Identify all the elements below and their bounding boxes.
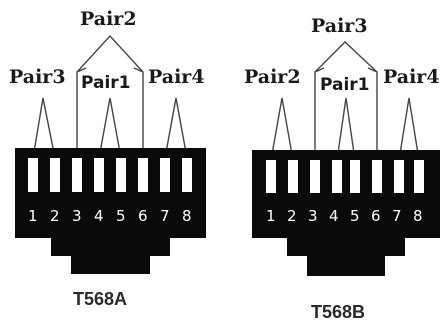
t568b-pin-6: 6 xyxy=(371,207,381,225)
t568b-slot-4 xyxy=(332,160,342,193)
t568b-right-pair-label: Pair4 xyxy=(383,66,440,88)
t568a-pin-1: 1 xyxy=(28,207,38,225)
t568a-right-pair-wire xyxy=(164,97,188,159)
t568b-slot-7 xyxy=(394,160,404,193)
t568a-middle-pair-label: Pair1 xyxy=(81,73,131,93)
t568b-pin-1: 1 xyxy=(266,207,276,225)
t568a-pair-wires xyxy=(32,34,188,159)
t568a-middle-pair-wire xyxy=(98,97,122,159)
t568b-pin-slots xyxy=(266,160,424,193)
t568b-pin-2: 2 xyxy=(287,207,297,225)
t568b-pair-wires xyxy=(270,41,420,161)
t568a-right-pair-label: Pair4 xyxy=(148,66,205,88)
t568b-slot-6 xyxy=(372,160,382,193)
t568a-slot-3 xyxy=(72,158,82,192)
t568b-pin-5: 5 xyxy=(350,207,360,225)
connector-t568a: Pair2 Pair3 Pair1 Pair4 xyxy=(9,8,206,309)
t568a-pin-4: 4 xyxy=(94,207,104,225)
t568a-pin-3: 3 xyxy=(72,207,82,225)
t568b-slot-3 xyxy=(310,160,320,193)
t568b-pin-4: 4 xyxy=(329,207,339,225)
t568a-top-pair-wire xyxy=(76,34,144,158)
t568a-standard-label: T568A xyxy=(73,289,127,309)
t568b-middle-pair-wire xyxy=(336,97,356,161)
t568a-pin-6: 6 xyxy=(138,207,148,225)
t568a-pin-5: 5 xyxy=(116,207,126,225)
t568a-slot-5 xyxy=(116,158,126,192)
t568b-left-pair-label: Pair2 xyxy=(244,66,301,88)
t568a-pin-slots xyxy=(28,158,192,192)
t568a-slot-2 xyxy=(50,158,60,192)
t568a-slot-1 xyxy=(28,158,38,192)
t568b-middle-pair-label: Pair1 xyxy=(320,75,370,95)
t568a-pin-2: 2 xyxy=(50,207,60,225)
t568a-pin-8: 8 xyxy=(182,207,192,225)
t568b-slot-8 xyxy=(414,160,424,193)
t568a-left-pair-label: Pair3 xyxy=(9,66,66,88)
t568a-middle-frame xyxy=(76,67,144,73)
t568a-pin-numbers: 1 2 3 4 5 6 7 8 xyxy=(28,207,192,225)
t568a-pin-7: 7 xyxy=(160,207,170,225)
t568a-connector-body xyxy=(15,148,206,274)
t568b-right-pair-wire xyxy=(398,97,420,161)
t568b-slot-1 xyxy=(266,160,276,193)
t568b-top-pair-label: Pair3 xyxy=(311,15,368,37)
t568a-top-pair-label: Pair2 xyxy=(80,8,137,30)
t568b-slot-2 xyxy=(288,160,298,193)
t568a-slot-7 xyxy=(160,158,170,192)
t568a-slot-4 xyxy=(94,158,104,192)
t568a-left-pair-wire xyxy=(32,97,56,159)
t568b-middle-frame xyxy=(314,67,378,73)
t568b-pin-7: 7 xyxy=(392,207,402,225)
t568b-left-pair-wire xyxy=(270,97,294,161)
t568b-pin-8: 8 xyxy=(413,207,423,225)
t568b-standard-label: T568B xyxy=(311,302,365,322)
t568b-connector-body xyxy=(252,150,440,276)
t568b-top-pair-wire xyxy=(314,41,378,160)
connector-t568b: Pair3 Pair2 Pair1 Pair4 xyxy=(244,15,440,322)
t568a-slot-6 xyxy=(138,158,148,192)
t568b-pin-numbers: 1 2 3 4 5 6 7 8 xyxy=(266,207,423,225)
t568b-pin-3: 3 xyxy=(308,207,318,225)
t568b-slot-5 xyxy=(350,160,360,193)
t568a-slot-8 xyxy=(182,158,192,192)
